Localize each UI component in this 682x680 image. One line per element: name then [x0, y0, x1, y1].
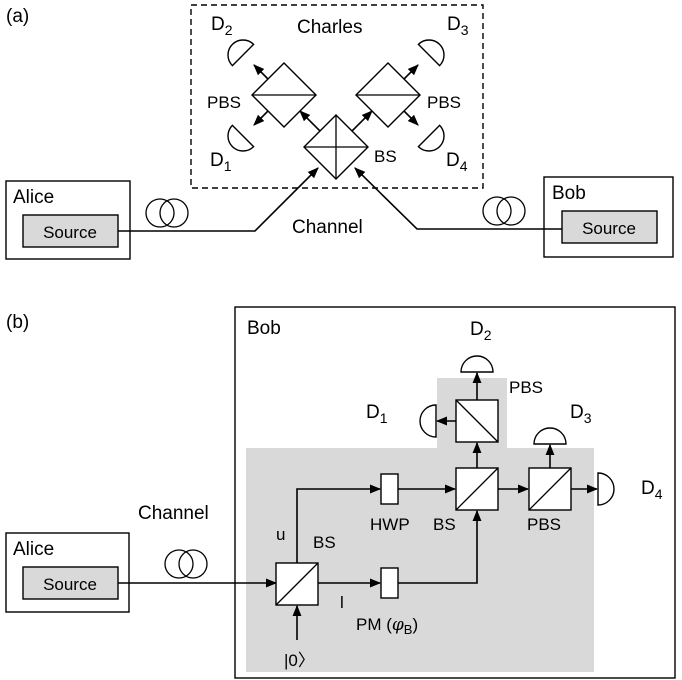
channel-line-bob — [354, 167, 562, 230]
detector-d2-a — [227, 39, 255, 67]
charles-label: Charles — [297, 17, 362, 38]
charles-box — [190, 4, 484, 189]
bs-input-label: BS — [313, 533, 336, 552]
alice-label-a: Alice — [13, 187, 54, 208]
alice-label-b: Alice — [13, 539, 54, 560]
pbs-right-label: PBS — [527, 515, 561, 534]
alice-source-a — [22, 214, 119, 248]
detector-d3-a — [417, 39, 445, 67]
panel-a: (a) Charles Alice Source Bob Source Chan… — [5, 4, 674, 260]
bs-mid-label: BS — [433, 515, 456, 534]
hwp-label: HWP — [370, 515, 410, 534]
pbs-top-b — [455, 399, 499, 443]
bob-source-label-a: Source — [582, 219, 636, 238]
alice-source-label-b: Source — [43, 575, 97, 594]
detector-d3-b — [533, 427, 567, 445]
l-label: l — [340, 593, 344, 612]
pbs-right-b — [528, 467, 572, 511]
d3-label-b: D3 — [570, 402, 592, 426]
pm-label: PM (φB) — [356, 615, 418, 637]
beam-splitter-input — [275, 562, 319, 606]
d2-label-b: D2 — [470, 319, 492, 343]
panel-a-tag: (a) — [6, 6, 29, 27]
pm-plate — [380, 567, 399, 599]
beam-splitter-mid — [455, 467, 499, 511]
panel-b-tag: (b) — [6, 312, 29, 333]
fiber-coil-bob-a — [482, 196, 526, 226]
d4-label-b: D4 — [641, 478, 663, 502]
u-label: u — [276, 525, 285, 544]
beam-to-right-pbs — [351, 110, 373, 132]
vacuum-label: |0〉 — [284, 651, 315, 670]
alice-source-label-a: Source — [43, 223, 97, 242]
d1-label-b: D1 — [366, 402, 388, 426]
pbs-left-label-a: PBS — [207, 93, 241, 112]
bs-label-a: BS — [374, 147, 397, 166]
bob-label-b: Bob — [247, 318, 281, 339]
d2-label-a: D2 — [211, 14, 233, 38]
alice-source-b — [22, 566, 119, 600]
bob-apparatus-area — [246, 378, 594, 672]
beam-to-left-pbs — [299, 110, 321, 132]
pbs-top-label: PBS — [509, 378, 543, 397]
channel-label-a: Channel — [292, 217, 363, 238]
beam-to-d3-a — [403, 64, 419, 80]
beam-to-d2-a — [253, 64, 269, 80]
detector-d4-b — [597, 472, 615, 506]
channel-label-b: Channel — [138, 503, 209, 524]
panel-b: (b) Bob Alice Source Channel BS u l |0〉 — [5, 306, 676, 679]
bob-label-a: Bob — [552, 183, 586, 204]
channel-line-alice — [118, 167, 319, 232]
d4-label-a: D4 — [446, 150, 468, 174]
fiber-coil-b — [164, 549, 208, 579]
beam-to-d4-a — [403, 110, 419, 126]
hwp-plate — [380, 473, 399, 505]
d3-label-a: D3 — [447, 14, 469, 38]
upper-path — [296, 484, 382, 563]
d1-label-a: D1 — [210, 150, 232, 174]
fiber-coil-alice-a — [145, 198, 189, 228]
detector-d1-b — [419, 404, 437, 438]
pm-to-bs — [398, 509, 482, 584]
beam-to-d1-a — [253, 110, 269, 126]
pbs-right-label-a: PBS — [427, 93, 461, 112]
detector-d2-b — [460, 355, 494, 373]
detector-d1-a — [227, 124, 255, 152]
bob-source-a — [561, 210, 658, 244]
detector-d4-a — [417, 124, 445, 152]
